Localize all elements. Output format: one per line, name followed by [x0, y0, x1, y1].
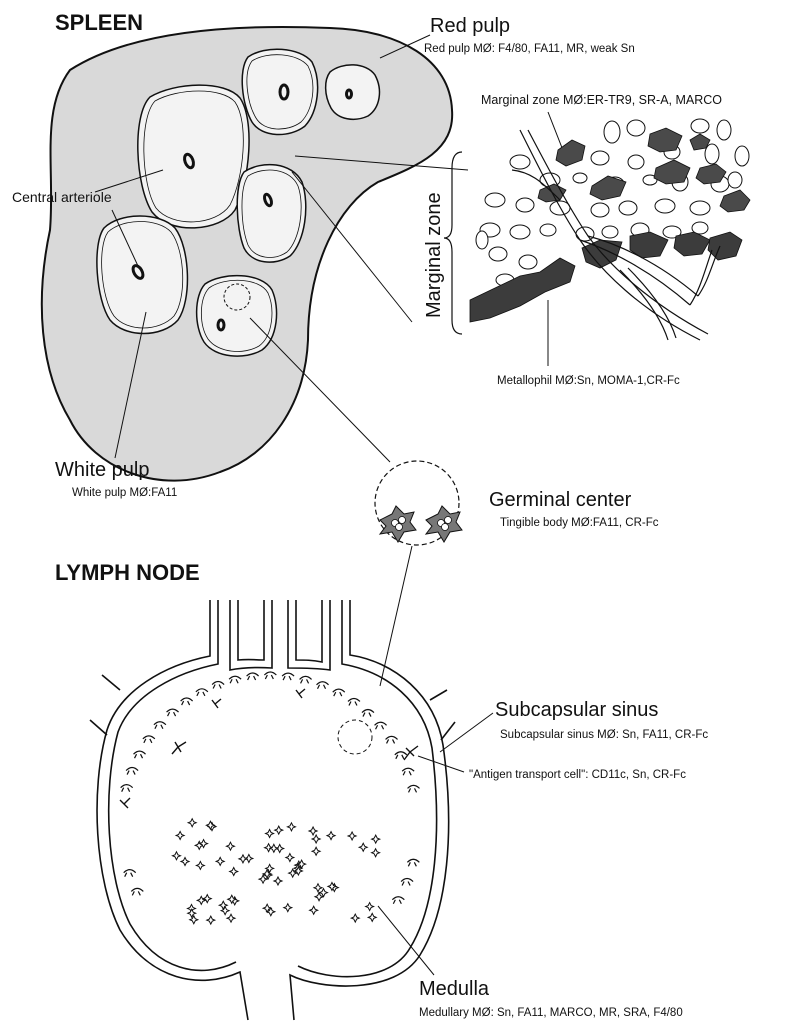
medullary-macrophage [230, 868, 238, 876]
subcapsular-leader [440, 713, 493, 752]
medullary-macrophage [188, 819, 196, 827]
metallophil-label: Metallophil MØ:Sn, MOMA-1,CR-Fc [497, 375, 680, 387]
subcapsular-macrophage [392, 897, 404, 904]
germinal-center-title: Germinal center [489, 489, 632, 511]
subcapsular-macrophage [247, 673, 259, 680]
medullary-macrophage [366, 903, 374, 911]
medullary-macrophage [359, 843, 367, 851]
medullary-macrophage [197, 896, 205, 904]
germinal-center-detail: Tingible body MØ:FA11, CR-Fc [500, 517, 659, 529]
medullary-macrophage [310, 906, 318, 914]
subcapsular-macrophage [181, 698, 193, 705]
medullary-macrophage [286, 854, 294, 862]
subcapsular-macrophage [154, 722, 166, 729]
lymph-node-outline [90, 600, 455, 1020]
subcapsular-macrophage [282, 673, 294, 680]
subcapsular-macrophage [407, 859, 419, 866]
medullary-macrophage [348, 832, 356, 840]
antigen-transport-label: "Antigen transport cell": CD11c, Sn, CR-… [469, 769, 686, 781]
medullary-macrophage [226, 842, 234, 850]
medullary-macrophage [216, 857, 224, 865]
lymph-node-heading: LYMPH NODE [55, 560, 200, 585]
medullary-macrophage [287, 823, 295, 831]
spleen-heading: SPLEEN [55, 10, 143, 35]
subcapsular-detail: Subcapsular sinus MØ: Sn, FA11, CR-Fc [500, 729, 708, 741]
medullary-macrophage [274, 877, 282, 885]
subcapsular-title: Subcapsular sinus [495, 699, 658, 721]
subcapsular-macrophage [386, 736, 398, 743]
subcapsular-macrophage [131, 888, 143, 895]
medullary-macrophage [312, 835, 320, 843]
medullary-macrophage [207, 916, 215, 924]
marginal-zone-inset [470, 119, 750, 340]
medullary-macrophage [203, 895, 211, 903]
medullary-macrophage [181, 857, 189, 865]
gc-zoom-line-lower [380, 546, 412, 686]
subcapsular-macrophage [401, 879, 413, 886]
medullary-macrophage [312, 847, 320, 855]
subcapsular-macrophage [121, 785, 133, 792]
subcapsular-macrophage [167, 709, 179, 716]
subcapsular-macrophage [124, 870, 136, 877]
marginal-zone-macrophages [538, 128, 750, 212]
red-pulp-detail: Red pulp MØ: F4/80, FA11, MR, weak Sn [424, 43, 635, 55]
red-pulp-title: Red pulp [430, 15, 510, 37]
white-pulp-island [138, 85, 249, 228]
subcapsular-macrophage [264, 672, 276, 679]
medulla-title: Medulla [419, 978, 490, 1000]
medullary-macrophage [227, 914, 235, 922]
medullary-macrophage [327, 832, 335, 840]
antigen-transport-leader [418, 756, 464, 772]
subcapsular-macrophage [333, 689, 345, 696]
medullary-macrophage [190, 916, 198, 924]
medullary-macrophage [372, 849, 380, 857]
medullary-macrophages [172, 819, 379, 924]
white-pulp-island [197, 276, 277, 356]
medullary-macrophage [284, 904, 292, 912]
medullary-macrophage [188, 909, 196, 917]
subcapsular-macrophage [134, 751, 146, 758]
subcapsular-macrophage [196, 689, 208, 696]
medullary-macrophage [309, 827, 317, 835]
subcapsular-macrophage [300, 676, 312, 683]
medullary-macrophage [266, 829, 274, 837]
subcapsular-macrophage [348, 698, 360, 705]
medullary-macrophage [314, 884, 322, 892]
medulla-detail: Medullary MØ: Sn, FA11, MARCO, MR, SRA, … [419, 1007, 683, 1019]
white-pulp-island [237, 165, 306, 263]
medullary-macrophage [196, 861, 204, 869]
marginal-zone-brace [444, 152, 462, 334]
lymph-node-germinal-center [338, 720, 372, 754]
subcapsular-macrophage [375, 722, 387, 729]
subcapsular-macrophage [402, 768, 414, 775]
medullary-macrophage [172, 852, 180, 860]
medullary-macrophage [275, 826, 283, 834]
medullary-macrophage [351, 914, 359, 922]
white-pulp-title: White pulp [55, 459, 150, 481]
subcapsular-macrophage [212, 682, 224, 689]
antigen-transport-cells [120, 689, 418, 808]
medullary-macrophage [372, 835, 380, 843]
marginal-zone-label: Marginal zone [423, 192, 445, 318]
subcapsular-macrophage [317, 682, 329, 689]
subcapsular-macrophage [126, 768, 138, 775]
medullary-macrophage [239, 855, 247, 863]
subcapsular-macrophage [229, 676, 241, 683]
medullary-macrophage [176, 831, 184, 839]
subcapsular-macrophage [362, 710, 374, 717]
medulla-leader [378, 906, 434, 975]
subcapsular-macrophage [408, 785, 420, 792]
medullary-macrophage [270, 844, 278, 852]
white-pulp-detail: White pulp MØ:FA11 [72, 487, 177, 499]
subcapsular-macrophage [143, 736, 155, 743]
medullary-macrophage [368, 913, 376, 921]
marginal-zone-mo-label: Marginal zone MØ:ER-TR9, SR-A, MARCO [481, 93, 722, 107]
